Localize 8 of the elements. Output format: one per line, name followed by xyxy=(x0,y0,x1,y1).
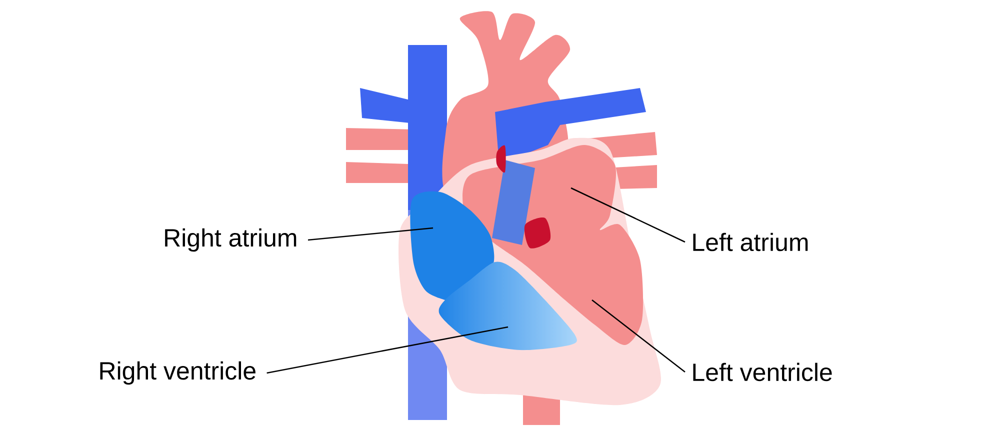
label-text: Left ventricle xyxy=(693,362,832,382)
leader-line xyxy=(592,299,686,372)
leader-line xyxy=(570,187,686,243)
label-text: Right atrium xyxy=(165,228,296,252)
label-text: Left atrium xyxy=(693,232,808,252)
label-text: Right ventricle xyxy=(100,361,256,385)
leader-line xyxy=(308,227,434,241)
leader-line xyxy=(266,326,508,374)
